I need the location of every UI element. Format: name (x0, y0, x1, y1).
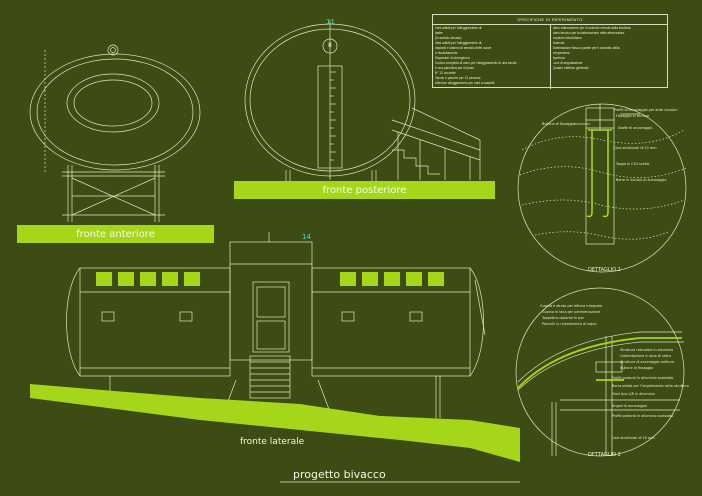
detail-2-callout: Profili portanti in alluminio scatolato (612, 414, 674, 418)
spec-table-left-column: Vani adibiti per l'alloggiamento di: las… (433, 25, 550, 89)
detail-1-callout: Tappo in C54 scelta (616, 162, 650, 166)
spec-row: Illuminazione fissa a parete per il cont… (552, 46, 620, 50)
spec-row: e una panchina per il riposo (435, 66, 475, 70)
spec-row: Cucina completa di vano per l'alloggiame… (435, 61, 517, 65)
spec-row: Vano tecnico per la sistemazione delle a… (552, 31, 625, 35)
side-view-window-pads (96, 272, 444, 286)
spec-row: Vani adibiti per l'alloggiamento di: (435, 26, 483, 30)
spec-row: lastre (435, 31, 443, 35)
detail-1-callout: Barre in acciaio di ancoraggio (616, 178, 667, 182)
detail-2-callout: Travi tipo L/R in alluminio (612, 392, 655, 396)
front-view-drawing (29, 44, 201, 222)
detail-1-callout: Bullone di fissaggio (542, 122, 575, 126)
spec-table: SPECIFICHE DI RIFERIMENTO Vani adibiti p… (432, 14, 668, 89)
rear-view-label: fronte posteriore (322, 184, 407, 196)
detail-1-callout: Fissaggio al terreno (616, 114, 650, 118)
detail-2-callout: Angoli di ancoraggio (612, 404, 647, 408)
detail-1-caption: DETTAGLIO 1 (588, 267, 621, 273)
detail-1-anchor-rods (586, 129, 612, 218)
detail-2-callout: Tappetino isolante in pvc (542, 316, 585, 320)
detail-2-callout: Barra piatta per l'irrigidimento della s… (612, 384, 689, 388)
terrain-slope (30, 384, 520, 462)
project-title: progetto bivacco (293, 468, 386, 481)
spec-row: Tavolo e panche per 12 persone (435, 76, 481, 80)
rear-view-marker: 11 (326, 18, 335, 26)
detail-2-callout: Cavi strutturali di 10 mm (612, 436, 655, 440)
detail-2-callout: Bullone di fissaggio (620, 366, 653, 370)
spec-row: (in acciaio zincato) (435, 36, 462, 40)
front-view-label-band: fronte anteriore (17, 225, 214, 243)
detail-2-callout: Profili portanti in alluminio scatolato (612, 376, 674, 380)
spec-row: Dispenser di emergenza (435, 56, 470, 60)
detail-1-callout: Cavi strutturali di 10 mm (614, 146, 657, 150)
detail-1-callout: Staffe di ancoraggio (618, 126, 653, 130)
side-view-label: fronte laterale (240, 437, 305, 447)
rear-circle-marker: 8 (328, 42, 332, 49)
detail-2-roof-profile (517, 337, 682, 389)
spec-row: Vano videocamere per il controllo remoto… (552, 26, 631, 30)
spec-row: Quadro elettrico generale (552, 66, 589, 70)
spec-table-right-column: Vano videocamere per il controllo remoto… (549, 25, 668, 89)
front-view-label: fronte anteriore (76, 228, 155, 240)
detail-2-callout: Coibentazione in lana di vetro (620, 354, 671, 358)
spec-row: e riscaldamento (435, 51, 458, 55)
detail-2-drawing (515, 287, 685, 457)
detail-2-callout: Struttura di ancoraggio orditura (620, 360, 675, 364)
detail-1-callout: Profili di ancoraggio per ante circolari (614, 108, 678, 112)
spec-row: N° 12 cuccette (435, 71, 456, 75)
detail-2-callout: Guaina e strato per lettura integrata (540, 304, 602, 308)
spec-row: Vani adibiti per l'alloggiamento di: (435, 41, 483, 45)
detail-2-callout: Pannelli in rivestimento di legno (542, 322, 597, 326)
spec-row: Ulteriore alloggiamento per vani a casse… (435, 81, 495, 85)
detail-2-callout: Struttura reticolare in alluminio (620, 348, 674, 352)
detail-2-caption: DETTAGLIO 2 (588, 452, 621, 458)
spec-row: impianti e sistemi di servizio delle cuc… (435, 46, 492, 50)
spec-row: Luce di segnalazione (552, 61, 583, 65)
detail-2-callout: Guaina in lana per perimetrazione (542, 310, 601, 314)
spec-row: Antenna (552, 41, 565, 45)
rear-view-label-band: fronte posteriore (234, 181, 495, 199)
spec-table-title: SPECIFICHE DI RIFERIMENTO (433, 15, 667, 25)
side-view-drawing (66, 232, 486, 418)
spec-row: Impianto fotovoltaico (552, 36, 582, 40)
side-view-marker: 14 (302, 233, 311, 241)
spec-row: Apertura (552, 56, 565, 60)
spec-row: temperatura (552, 51, 570, 55)
rear-view-drawing (244, 20, 481, 182)
detail-1-drawing (517, 103, 687, 273)
